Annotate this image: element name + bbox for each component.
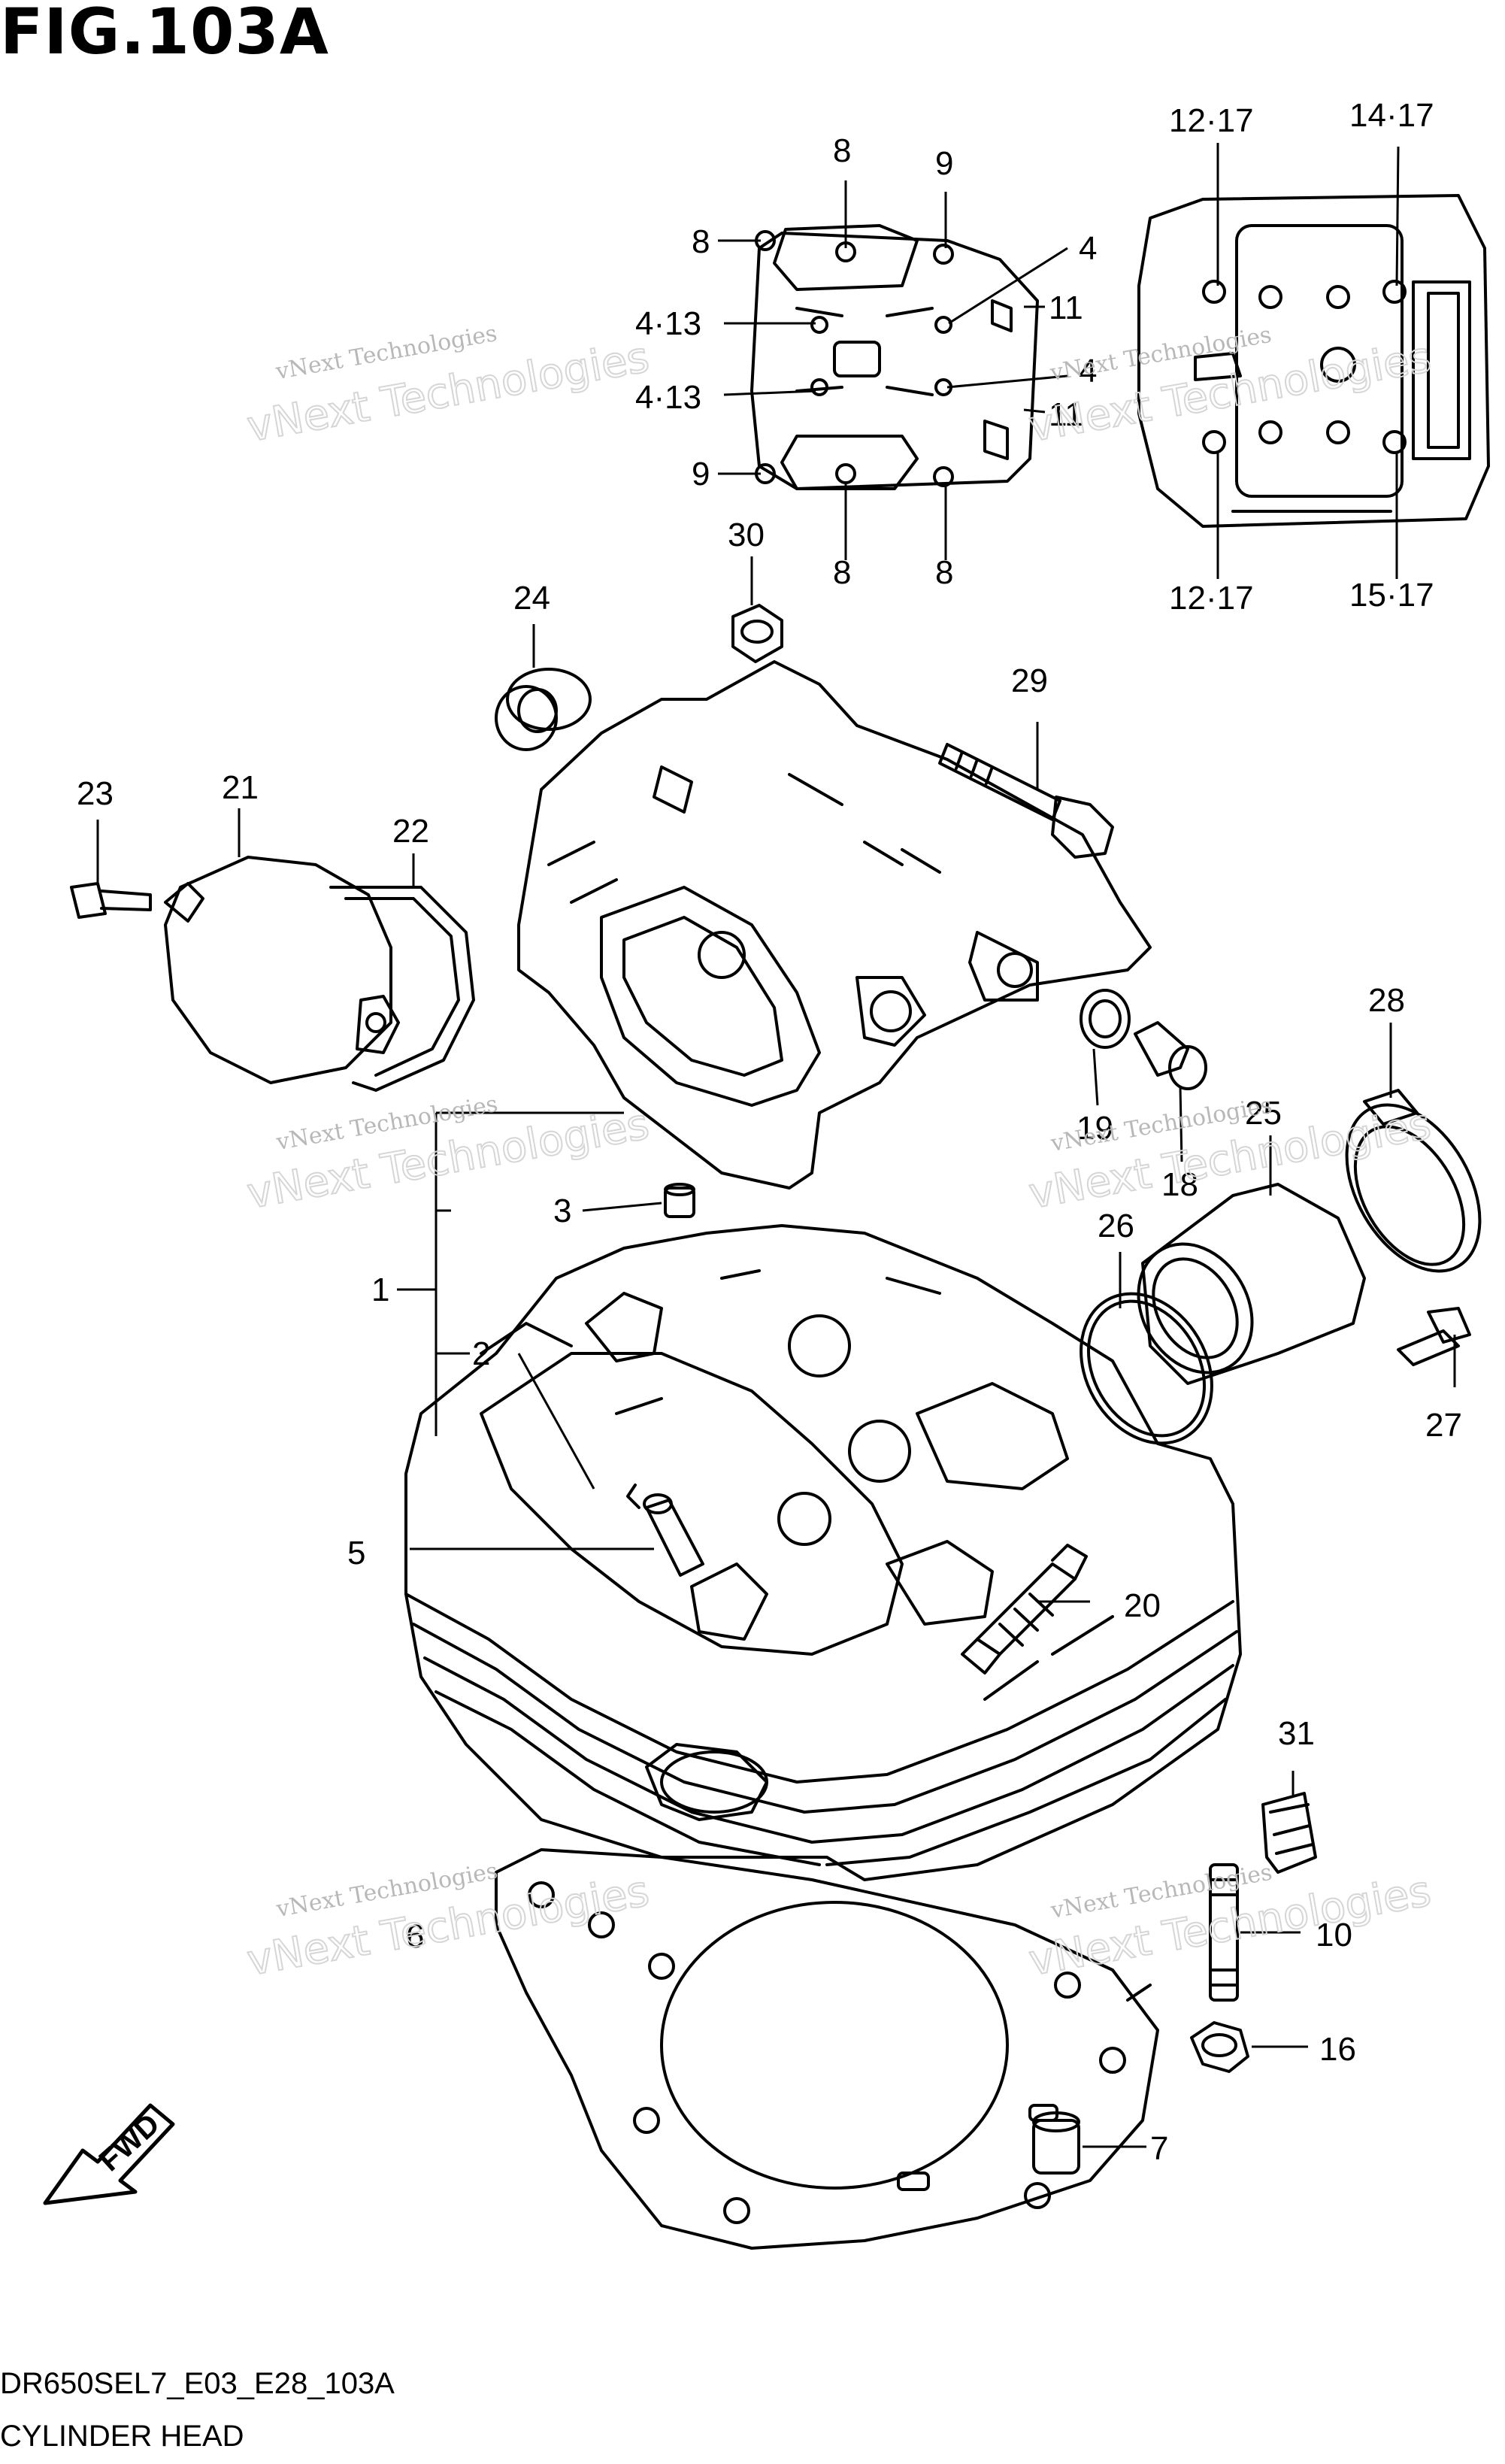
callout-31: 31 [1278, 1715, 1315, 1752]
callout-11: 11 [1049, 396, 1083, 433]
callout-20: 20 [1124, 1587, 1161, 1624]
diagram-name: CYLINDER HEAD [0, 2420, 244, 2453]
callout-27: 27 [1425, 1407, 1462, 1444]
callout-labels: 8 9 8 4 4·13 11 4·13 4 11 9 8 8 12·17 14… [77, 97, 1462, 2167]
callout-29: 29 [1011, 662, 1048, 699]
head-top-view-inset [1137, 194, 1490, 528]
part-7-dowel [1032, 2111, 1080, 2175]
callout-4-13: 4·13 [635, 305, 701, 342]
part-6-head-gasket [495, 1848, 1159, 2250]
part-26-o-ring [1080, 1292, 1213, 1445]
callout-25: 25 [1245, 1095, 1282, 1132]
part-16-nut [1190, 2021, 1249, 2073]
callout-24: 24 [513, 580, 550, 617]
head-cover-casting [517, 660, 1152, 1190]
rocker-cover-inset [750, 224, 1039, 490]
callout-7: 7 [1150, 2130, 1168, 2167]
callout-10: 10 [1316, 1917, 1352, 1953]
callout-8: 8 [833, 132, 851, 169]
callout-19: 19 [1077, 1110, 1113, 1147]
callout-9: 9 [935, 145, 953, 182]
callout-8: 8 [833, 554, 851, 591]
callout-1: 1 [371, 1271, 389, 1308]
part-30-cap [731, 604, 783, 663]
callout-5: 5 [347, 1535, 365, 1571]
part-18-plug [1134, 1021, 1207, 1090]
callout-23: 23 [77, 775, 114, 812]
part-23-bolt [70, 882, 152, 919]
callout-30: 30 [728, 517, 765, 553]
callout-18: 18 [1161, 1166, 1198, 1203]
callout-14-17: 14·17 [1349, 97, 1434, 134]
part-27-bolt [1397, 1307, 1471, 1366]
callout-4: 4 [1079, 353, 1097, 389]
callout-11: 11 [1049, 289, 1083, 326]
part-25-intake-pipe [1137, 1183, 1366, 1385]
part-5-valve-guide [626, 1484, 704, 1577]
callout-4-13: 4·13 [635, 379, 701, 416]
callout-12-17: 12·17 [1169, 102, 1254, 139]
part-28-clamp [1345, 1089, 1482, 1273]
callout-15-17: 15·17 [1349, 577, 1434, 614]
callout-6: 6 [406, 1918, 424, 1955]
callout-4: 4 [1079, 230, 1097, 267]
diagram-code: DR650SEL7_E03_E28_103A [0, 2367, 395, 2400]
fwd-arrow-icon [43, 2103, 175, 2205]
part-21-side-cover [164, 856, 400, 1084]
callout-2: 2 [472, 1335, 490, 1372]
part-24-seal [495, 668, 592, 751]
callout-16: 16 [1319, 2031, 1356, 2068]
cylinder-head-body [404, 1224, 1242, 1881]
callout-9: 9 [692, 456, 710, 492]
callout-3: 3 [553, 1193, 571, 1229]
callout-8: 8 [935, 554, 953, 591]
leader-lines [96, 143, 1456, 2148]
callout-8: 8 [692, 223, 710, 260]
part-10-stud [1209, 1863, 1239, 2002]
figure-title: FIG.103A [0, 0, 329, 68]
part-31-damper [1261, 1792, 1317, 1874]
callout-28: 28 [1368, 982, 1405, 1019]
callout-26: 26 [1098, 1208, 1134, 1244]
part-22-gasket [329, 886, 475, 1092]
callout-21: 21 [222, 769, 259, 806]
part-19-washer [1080, 989, 1131, 1049]
part-3-dowel [664, 1183, 695, 1218]
callout-12-17: 12·17 [1169, 580, 1254, 617]
callout-22: 22 [392, 813, 429, 850]
watermarks: vNext Technologies vNext Technologies vN… [243, 320, 1435, 1987]
part-20-spark-plug [961, 1544, 1088, 1674]
